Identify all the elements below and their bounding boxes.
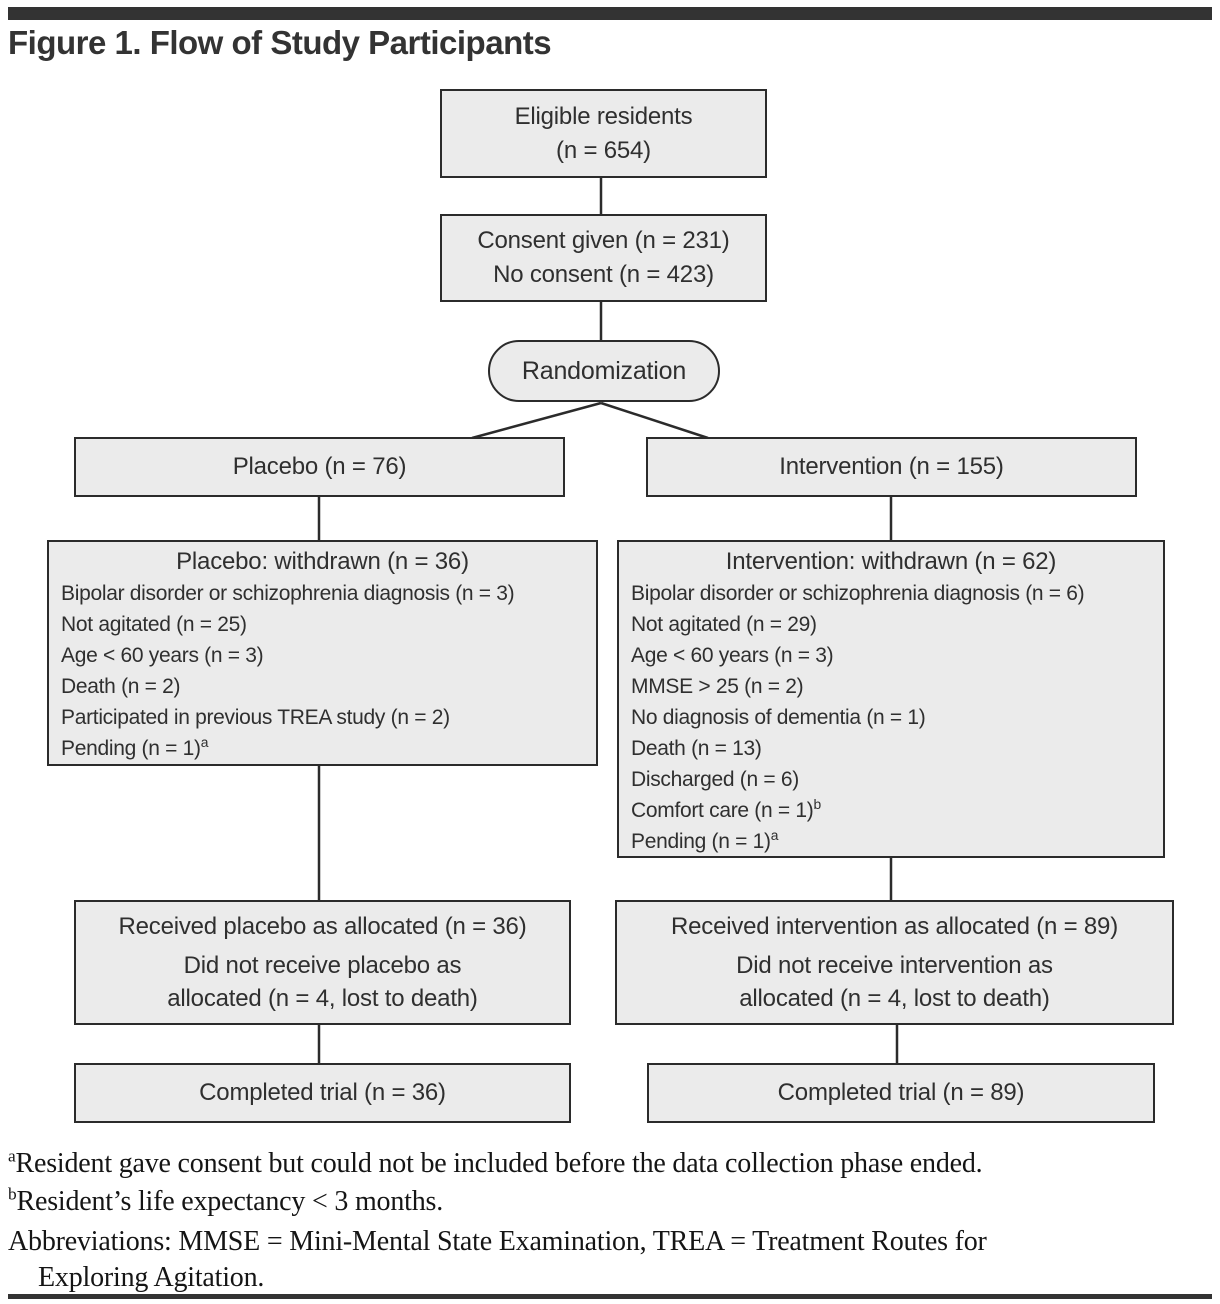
footnote-marker-b: b	[813, 796, 821, 812]
withdrawal-reason: Discharged (n = 6)	[631, 768, 799, 791]
footnote-b-text: Resident’s life expectancy < 3 months.	[16, 1186, 444, 1217]
footnote-a-text: Resident gave consent but could not be i…	[15, 1148, 983, 1179]
withdrawal-reason: Pending (n = 1)a	[61, 734, 209, 760]
randomization-box: Randomization	[488, 340, 720, 402]
withdrawal-reason: Age < 60 years (n = 3)	[631, 644, 834, 667]
footnote-marker-a: a	[200, 734, 209, 750]
eligible-line2: (n = 654)	[556, 136, 651, 164]
withdrawal-reason: Bipolar disorder or schizophrenia diagno…	[631, 582, 1085, 605]
intervention-completed-label: Completed trial (n = 89)	[777, 1079, 1025, 1106]
no-consent-line: No consent (n = 423)	[493, 261, 714, 288]
top-rule	[8, 7, 1212, 20]
randomization-label: Randomization	[521, 357, 687, 385]
withdrawal-reason: Death (n = 13)	[631, 737, 762, 760]
placebo-arm-box: Placebo (n = 76)	[74, 437, 565, 497]
consent-box: Consent given (n = 231) No consent (n = …	[440, 214, 767, 302]
footnote-b: bResident’s life expectancy < 3 months.	[8, 1184, 444, 1218]
received-as-allocated-line: Received intervention as allocated (n = …	[670, 913, 1118, 940]
intervention-withdrawn-title: Intervention: withdrawn (n = 62)	[725, 548, 1057, 575]
connector-randomization-intervention	[600, 401, 709, 440]
bottom-rule	[8, 1294, 1212, 1299]
withdrawal-reason: Participated in previous TREA study (n =…	[61, 706, 450, 729]
eligible-line1: Eligible residents	[514, 102, 693, 130]
withdrawal-reason: Not agitated (n = 25)	[61, 613, 247, 636]
withdrawal-reason: Not agitated (n = 29)	[631, 613, 817, 636]
withdrawal-reason: No diagnosis of dementia (n = 1)	[631, 706, 926, 729]
footnote-b-marker: b	[8, 1184, 17, 1204]
withdrawal-reason: MMSE > 25 (n = 2)	[631, 675, 804, 698]
placebo-withdrawn-title: Placebo: withdrawn (n = 36)	[176, 548, 469, 575]
placebo-arm-label: Placebo (n = 76)	[232, 453, 407, 480]
withdrawal-reason: Comfort care (n = 1)b	[631, 796, 821, 822]
eligible-residents-box: Eligible residents (n = 654)	[440, 89, 767, 178]
placebo-completed-label: Completed trial (n = 36)	[199, 1079, 446, 1106]
intervention-withdrawn-box: Intervention: withdrawn (n = 62) Bipolar…	[617, 540, 1165, 858]
abbreviations-line2: Exploring Agitation.	[38, 1262, 265, 1293]
connector-randomization-placebo	[471, 401, 602, 440]
placebo-withdrawn-box: Placebo: withdrawn (n = 36) Bipolar diso…	[47, 540, 598, 766]
intervention-arm-box: Intervention (n = 155)	[646, 437, 1137, 497]
not-received-line1: Did not receive intervention as	[736, 952, 1053, 979]
abbreviations-line1: Abbreviations: MMSE = Mini-Mental State …	[8, 1226, 987, 1257]
not-received-line1: Did not receive placebo as	[183, 952, 462, 979]
withdrawal-reason: Death (n = 2)	[61, 675, 181, 698]
received-as-allocated-line: Received placebo as allocated (n = 36)	[118, 913, 527, 940]
footnote-a-marker: a	[8, 1146, 16, 1166]
withdrawal-reason: Bipolar disorder or schizophrenia diagno…	[61, 582, 515, 605]
intervention-received-box: Received intervention as allocated (n = …	[615, 900, 1174, 1025]
figure-title: Figure 1. Flow of Study Participants	[8, 24, 552, 61]
footnote-a: aResident gave consent but could not be …	[8, 1146, 983, 1180]
not-received-line2: allocated (n = 4, lost to death)	[739, 985, 1050, 1012]
intervention-completed-box: Completed trial (n = 89)	[647, 1063, 1155, 1123]
not-received-line2: allocated (n = 4, lost to death)	[167, 985, 478, 1012]
footnote-marker-a: a	[770, 827, 779, 843]
intervention-arm-label: Intervention (n = 155)	[779, 453, 1004, 480]
withdrawal-reason: Pending (n = 1)a	[631, 827, 779, 853]
placebo-completed-box: Completed trial (n = 36)	[74, 1063, 571, 1123]
consent-given-line: Consent given (n = 231)	[477, 227, 730, 254]
placebo-received-box: Received placebo as allocated (n = 36) D…	[74, 900, 571, 1025]
withdrawal-reason: Age < 60 years (n = 3)	[61, 644, 264, 667]
